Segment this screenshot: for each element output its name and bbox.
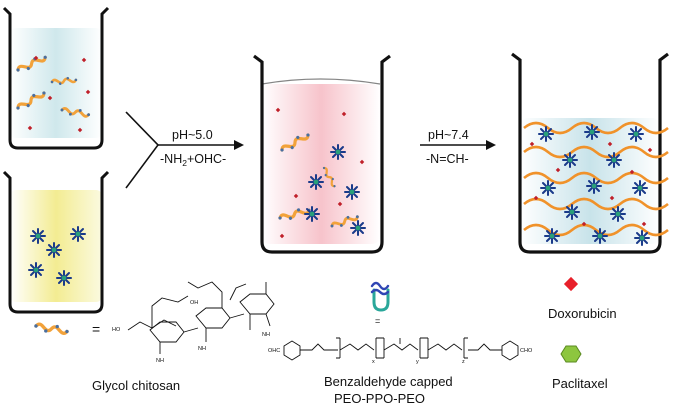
legend-glycol-chitosan: = HO NH NH NH OH Glycol chitosan xyxy=(31,281,275,393)
pluronic-icon xyxy=(370,281,390,312)
arrow1-ph-label: pH~5.0 xyxy=(172,128,213,142)
pluronic-structure xyxy=(283,337,519,361)
chem-sub-x: x xyxy=(372,359,375,365)
merge-arrow xyxy=(125,111,244,189)
legend-pluronic: = OHC CHO x y z Benzaldehyde capped PEO-… xyxy=(268,281,533,406)
pluronic-label-line1: Benzaldehyde capped xyxy=(324,374,453,389)
legend-doxorubicin: Doxorubicin xyxy=(548,276,617,321)
beaker-hydrogel xyxy=(511,52,670,254)
legend-paclitaxel: Paclitaxel xyxy=(552,345,608,391)
arrow1-reaction-label: -NH2+OHC- xyxy=(160,152,226,168)
beaker-pluronic-paclitaxel xyxy=(2,170,110,314)
chem-nh2-b: NH xyxy=(198,346,206,352)
equals-sign-small: = xyxy=(375,316,380,326)
chem-ho: HO xyxy=(112,327,121,333)
equals-sign: = xyxy=(92,321,100,337)
beaker-mixture xyxy=(253,54,391,254)
doxorubicin-marker xyxy=(563,276,579,292)
doxorubicin-label: Doxorubicin xyxy=(548,306,617,321)
chem-sub-y: y xyxy=(416,359,419,365)
chitosan-structure xyxy=(127,281,275,354)
chem-cho-right: CHO xyxy=(520,348,533,354)
paclitaxel-label: Paclitaxel xyxy=(552,376,608,391)
pluronic-label-line2: PEO-PPO-PEO xyxy=(334,391,425,406)
chem-oh: OH xyxy=(190,300,198,306)
chem-cho-left: OHC xyxy=(268,348,280,354)
chem-nh2-c: NH xyxy=(262,332,270,338)
chem-sub-z: z xyxy=(462,359,465,365)
beaker-chitosan-doxorubicin xyxy=(2,6,110,150)
arrow2-reaction-label: -N=CH- xyxy=(426,152,469,166)
glycol-chitosan-label: Glycol chitosan xyxy=(92,378,180,393)
arrow2-ph-label: pH~7.4 xyxy=(428,128,469,142)
gelation-arrow xyxy=(420,140,496,150)
paclitaxel-marker xyxy=(560,345,582,363)
chem-nh2-a: NH xyxy=(156,358,164,364)
